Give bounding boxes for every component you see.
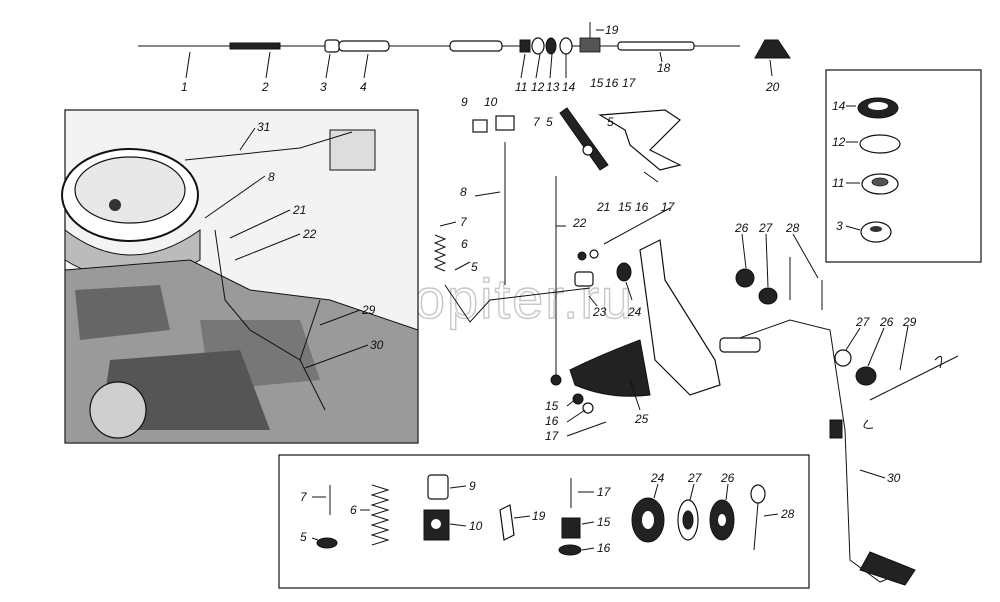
callout-17c: 17: [545, 429, 560, 443]
callout-18: 18: [657, 61, 671, 75]
callout-10b: 10: [469, 519, 483, 533]
callout-20: 20: [765, 80, 780, 94]
callout-4: 4: [360, 80, 367, 94]
callout-6: 6: [461, 237, 468, 251]
callout-24b: 24: [650, 471, 665, 485]
linkage-assembly: [433, 107, 721, 414]
callout-7b: 7: [460, 215, 468, 229]
callout-16c: 16: [545, 414, 559, 428]
callout-22: 22: [302, 227, 317, 241]
callout-7: 7: [533, 115, 541, 129]
callout-3: 3: [320, 80, 327, 94]
callout-16d: 16: [597, 541, 611, 555]
callouts-top-row: 1 2 3 4 11 12 13 14 18 20 19: [181, 23, 780, 94]
cable-assembly: [138, 22, 791, 59]
callout-5b: 5: [607, 115, 614, 129]
callout-27: 27: [758, 221, 774, 235]
callout-17: 17: [622, 76, 637, 90]
callout-24: 24: [627, 305, 642, 319]
callouts-pedal: 26 27 28 27 26 29 30: [734, 221, 917, 485]
callout-31: 31: [257, 120, 270, 134]
callout-2: 2: [261, 80, 269, 94]
callout-28b: 28: [780, 507, 795, 521]
callout-22b: 22: [572, 216, 587, 230]
callout-25: 25: [634, 412, 649, 426]
engine-photo: [61, 109, 419, 444]
callout-19b: 19: [532, 509, 546, 523]
callout-6b: 6: [350, 503, 357, 517]
callout-11b: 11: [832, 176, 844, 190]
callout-5d: 5: [300, 530, 307, 544]
callout-15b: 15: [618, 200, 632, 214]
callout-12: 12: [531, 80, 545, 94]
right-inset: [825, 69, 982, 263]
callout-26c: 26: [720, 471, 735, 485]
callout-16b: 16: [635, 200, 649, 214]
bottom-inset: [278, 454, 810, 589]
callout-26b: 26: [879, 315, 894, 329]
pedal-assembly: [719, 257, 959, 586]
callout-9: 9: [461, 95, 468, 109]
leader-lines: [185, 29, 909, 551]
callout-8: 8: [268, 170, 275, 184]
callout-15c: 15: [545, 399, 559, 413]
callout-30: 30: [370, 338, 384, 352]
callout-28: 28: [785, 221, 800, 235]
callout-3b: 3: [836, 219, 843, 233]
callout-13: 13: [546, 80, 560, 94]
callouts-bottom-inset: 7 5 6 9 10 19 17 15 16 24 27 26 28: [300, 471, 795, 555]
callout-21b: 21: [596, 200, 610, 214]
callout-15d: 15: [597, 515, 611, 529]
callout-14b: 14: [832, 99, 846, 113]
callout-11: 11: [515, 80, 527, 94]
callout-23: 23: [592, 305, 607, 319]
callout-17b: 17: [661, 200, 676, 214]
callout-5c: 5: [471, 260, 478, 274]
callout-7c: 7: [300, 490, 308, 504]
callout-30b: 30: [887, 471, 901, 485]
callout-27c: 27: [687, 471, 703, 485]
callout-29b: 29: [902, 315, 917, 329]
callouts-right-inset: 14 12 11 3: [832, 99, 846, 233]
callout-10: 10: [484, 95, 498, 109]
callout-15: 15: [590, 76, 604, 90]
callouts-photo: 31 8 21 22 29 30: [257, 120, 384, 352]
callout-14: 14: [562, 80, 576, 94]
callout-21: 21: [292, 203, 306, 217]
callout-26: 26: [734, 221, 749, 235]
callouts-center: 9 10 7 5 5 8 7 6 5 15 16 17 21 15 16 17 …: [460, 76, 676, 443]
callout-1: 1: [181, 80, 188, 94]
callout-19: 19: [605, 23, 619, 37]
callout-12b: 12: [832, 135, 846, 149]
callout-17d: 17: [597, 485, 612, 499]
callout-9b: 9: [469, 479, 476, 493]
callout-29: 29: [361, 303, 376, 317]
callout-8b: 8: [460, 185, 467, 199]
callout-27b: 27: [855, 315, 871, 329]
callout-5: 5: [546, 115, 553, 129]
callout-16: 16: [605, 76, 619, 90]
